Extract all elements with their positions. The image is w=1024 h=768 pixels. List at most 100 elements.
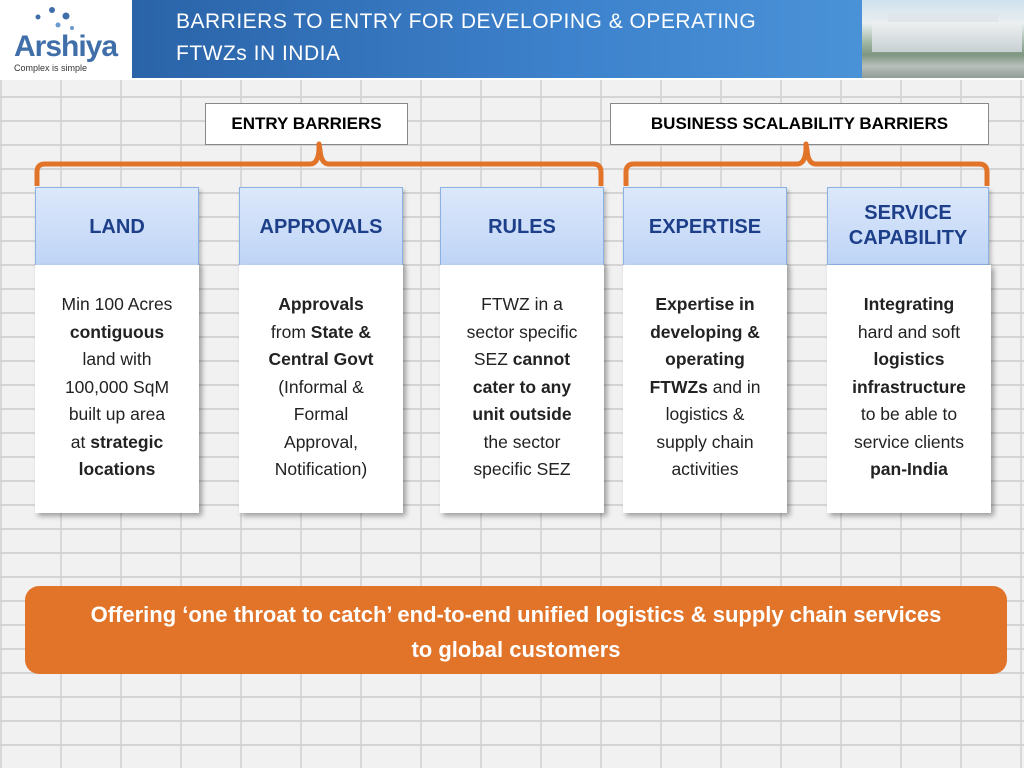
body-text: (Informal & <box>278 376 364 397</box>
logo-wordmark: Arshiya <box>14 30 118 63</box>
emphasis-text: State & <box>310 321 372 342</box>
body-text: sector specific <box>466 321 578 342</box>
description-line: Integrating <box>827 291 991 319</box>
value-proposition-line-2: to global customers <box>411 637 621 662</box>
body-text: the sector <box>483 431 561 452</box>
slide-header: Arshiya Complex is simple BARRIERS TO EN… <box>0 0 1024 80</box>
body-text: 100,000 SqM <box>64 376 170 397</box>
description-line: Central Govt <box>239 346 403 374</box>
body-text: at <box>70 431 91 452</box>
scalability-bracket <box>623 141 990 186</box>
emphasis-text: strategic <box>90 431 164 452</box>
emphasis-text: Integrating <box>863 294 955 314</box>
emphasis-text: operating <box>665 349 745 369</box>
entry-barriers-label: ENTRY BARRIERS <box>205 103 408 145</box>
body-text: built up area <box>68 404 166 424</box>
title-bar: BARRIERS TO ENTRY FOR DEVELOPING & OPERA… <box>132 0 862 78</box>
description-line: Approval, <box>239 429 403 457</box>
emphasis-text: developing & <box>650 321 760 342</box>
entry-bracket <box>34 141 604 186</box>
category-header-rules: RULES <box>440 187 604 267</box>
body-text: hard and soft <box>857 321 961 342</box>
category-description-service-capability: Integrating hard and soft logistics infrast… <box>827 265 991 513</box>
body-text: Formal <box>293 404 349 424</box>
body-text: logistics & <box>665 404 745 424</box>
description-line: unit outside <box>440 401 604 429</box>
description-line: Notification) <box>239 456 403 484</box>
description-line: activities <box>623 456 787 484</box>
description-line: Formal <box>239 401 403 429</box>
emphasis-text: logistics <box>873 349 945 369</box>
body-text: SEZ <box>473 349 513 369</box>
body-text: Min 100 Acres <box>61 294 173 314</box>
emphasis-text: Central Govt <box>268 349 374 369</box>
body-text: FTWZ in a <box>481 294 563 314</box>
description-line: pan-India <box>827 456 991 484</box>
description-line: built up area <box>35 401 199 429</box>
slide-title-line-2: FTWZs IN INDIA <box>176 42 341 65</box>
description-line: cater to any <box>440 374 604 402</box>
body-text: service clients <box>854 431 964 452</box>
emphasis-text: Expertise in <box>655 294 755 314</box>
description-line: logistics <box>827 346 991 374</box>
description-line: land with <box>35 346 199 374</box>
description-line: to be able to <box>827 401 991 429</box>
description-line: FTWZs and in <box>623 374 787 402</box>
body-text: and in <box>707 376 761 397</box>
description-line: hard and soft <box>827 319 991 347</box>
description-line: contiguous <box>35 319 199 347</box>
category-header-service-capability: SERVICE CAPABILITY <box>827 187 989 265</box>
slide-title-line-1: BARRIERS TO ENTRY FOR DEVELOPING & OPERA… <box>176 10 757 33</box>
emphasis-text: Approvals <box>278 294 364 314</box>
description-line: infrastructure <box>827 374 991 402</box>
warehouse-photo <box>862 0 1024 78</box>
emphasis-text: FTWZs <box>649 376 708 397</box>
value-proposition-line-1: Offering ‘one throat to catch’ end-to-en… <box>90 602 942 627</box>
emphasis-text: contiguous <box>69 321 165 342</box>
description-line: locations <box>35 456 199 484</box>
description-line: developing & <box>623 319 787 347</box>
category-header-approvals: APPROVALS <box>239 187 403 267</box>
description-line: Expertise in <box>623 291 787 319</box>
emphasis-text: unit outside <box>472 404 572 424</box>
arshiya-logo: Arshiya Complex is simple <box>0 0 132 80</box>
body-text: supply chain <box>656 431 754 452</box>
description-line: Approvals <box>239 291 403 319</box>
description-line: from State & <box>239 319 403 347</box>
description-line: supply chain <box>623 429 787 457</box>
description-line: specific SEZ <box>440 456 604 484</box>
description-line: FTWZ in a <box>440 291 604 319</box>
body-text: specific SEZ <box>473 459 571 479</box>
description-line: the sector <box>440 429 604 457</box>
category-description-land: Min 100 Acres contiguous land with 100,000 … <box>35 265 199 513</box>
description-line: SEZ cannot <box>440 346 604 374</box>
description-line: service clients <box>827 429 991 457</box>
scalability-barriers-label: BUSINESS SCALABILITY BARRIERS <box>610 103 989 145</box>
emphasis-text: cannot <box>512 349 571 369</box>
body-text: activities <box>671 459 739 479</box>
description-line: logistics & <box>623 401 787 429</box>
description-line: (Informal & <box>239 374 403 402</box>
category-header-land: LAND <box>35 187 199 267</box>
description-line: Min 100 Acres <box>35 291 199 319</box>
description-line: sector specific <box>440 319 604 347</box>
slide-title: BARRIERS TO ENTRY FOR DEVELOPING & OPERA… <box>176 6 836 70</box>
logo-dots-icon <box>35 7 74 30</box>
body-text: land with <box>82 349 152 369</box>
emphasis-text: locations <box>78 459 156 479</box>
body-text: Approval, <box>284 431 358 452</box>
body-text: from <box>270 321 311 342</box>
description-line: at strategic <box>35 429 199 457</box>
description-line: operating <box>623 346 787 374</box>
group-brackets <box>34 141 990 186</box>
body-text: to be able to <box>860 404 958 424</box>
body-text: Notification) <box>274 459 368 479</box>
description-line: 100,000 SqM <box>35 374 199 402</box>
emphasis-text: cater to any <box>472 376 572 397</box>
value-proposition-banner: Offering ‘one throat to catch’ end-to-en… <box>25 586 1007 674</box>
logo-tagline: Complex is simple <box>14 63 88 73</box>
emphasis-text: pan-India <box>870 459 948 479</box>
